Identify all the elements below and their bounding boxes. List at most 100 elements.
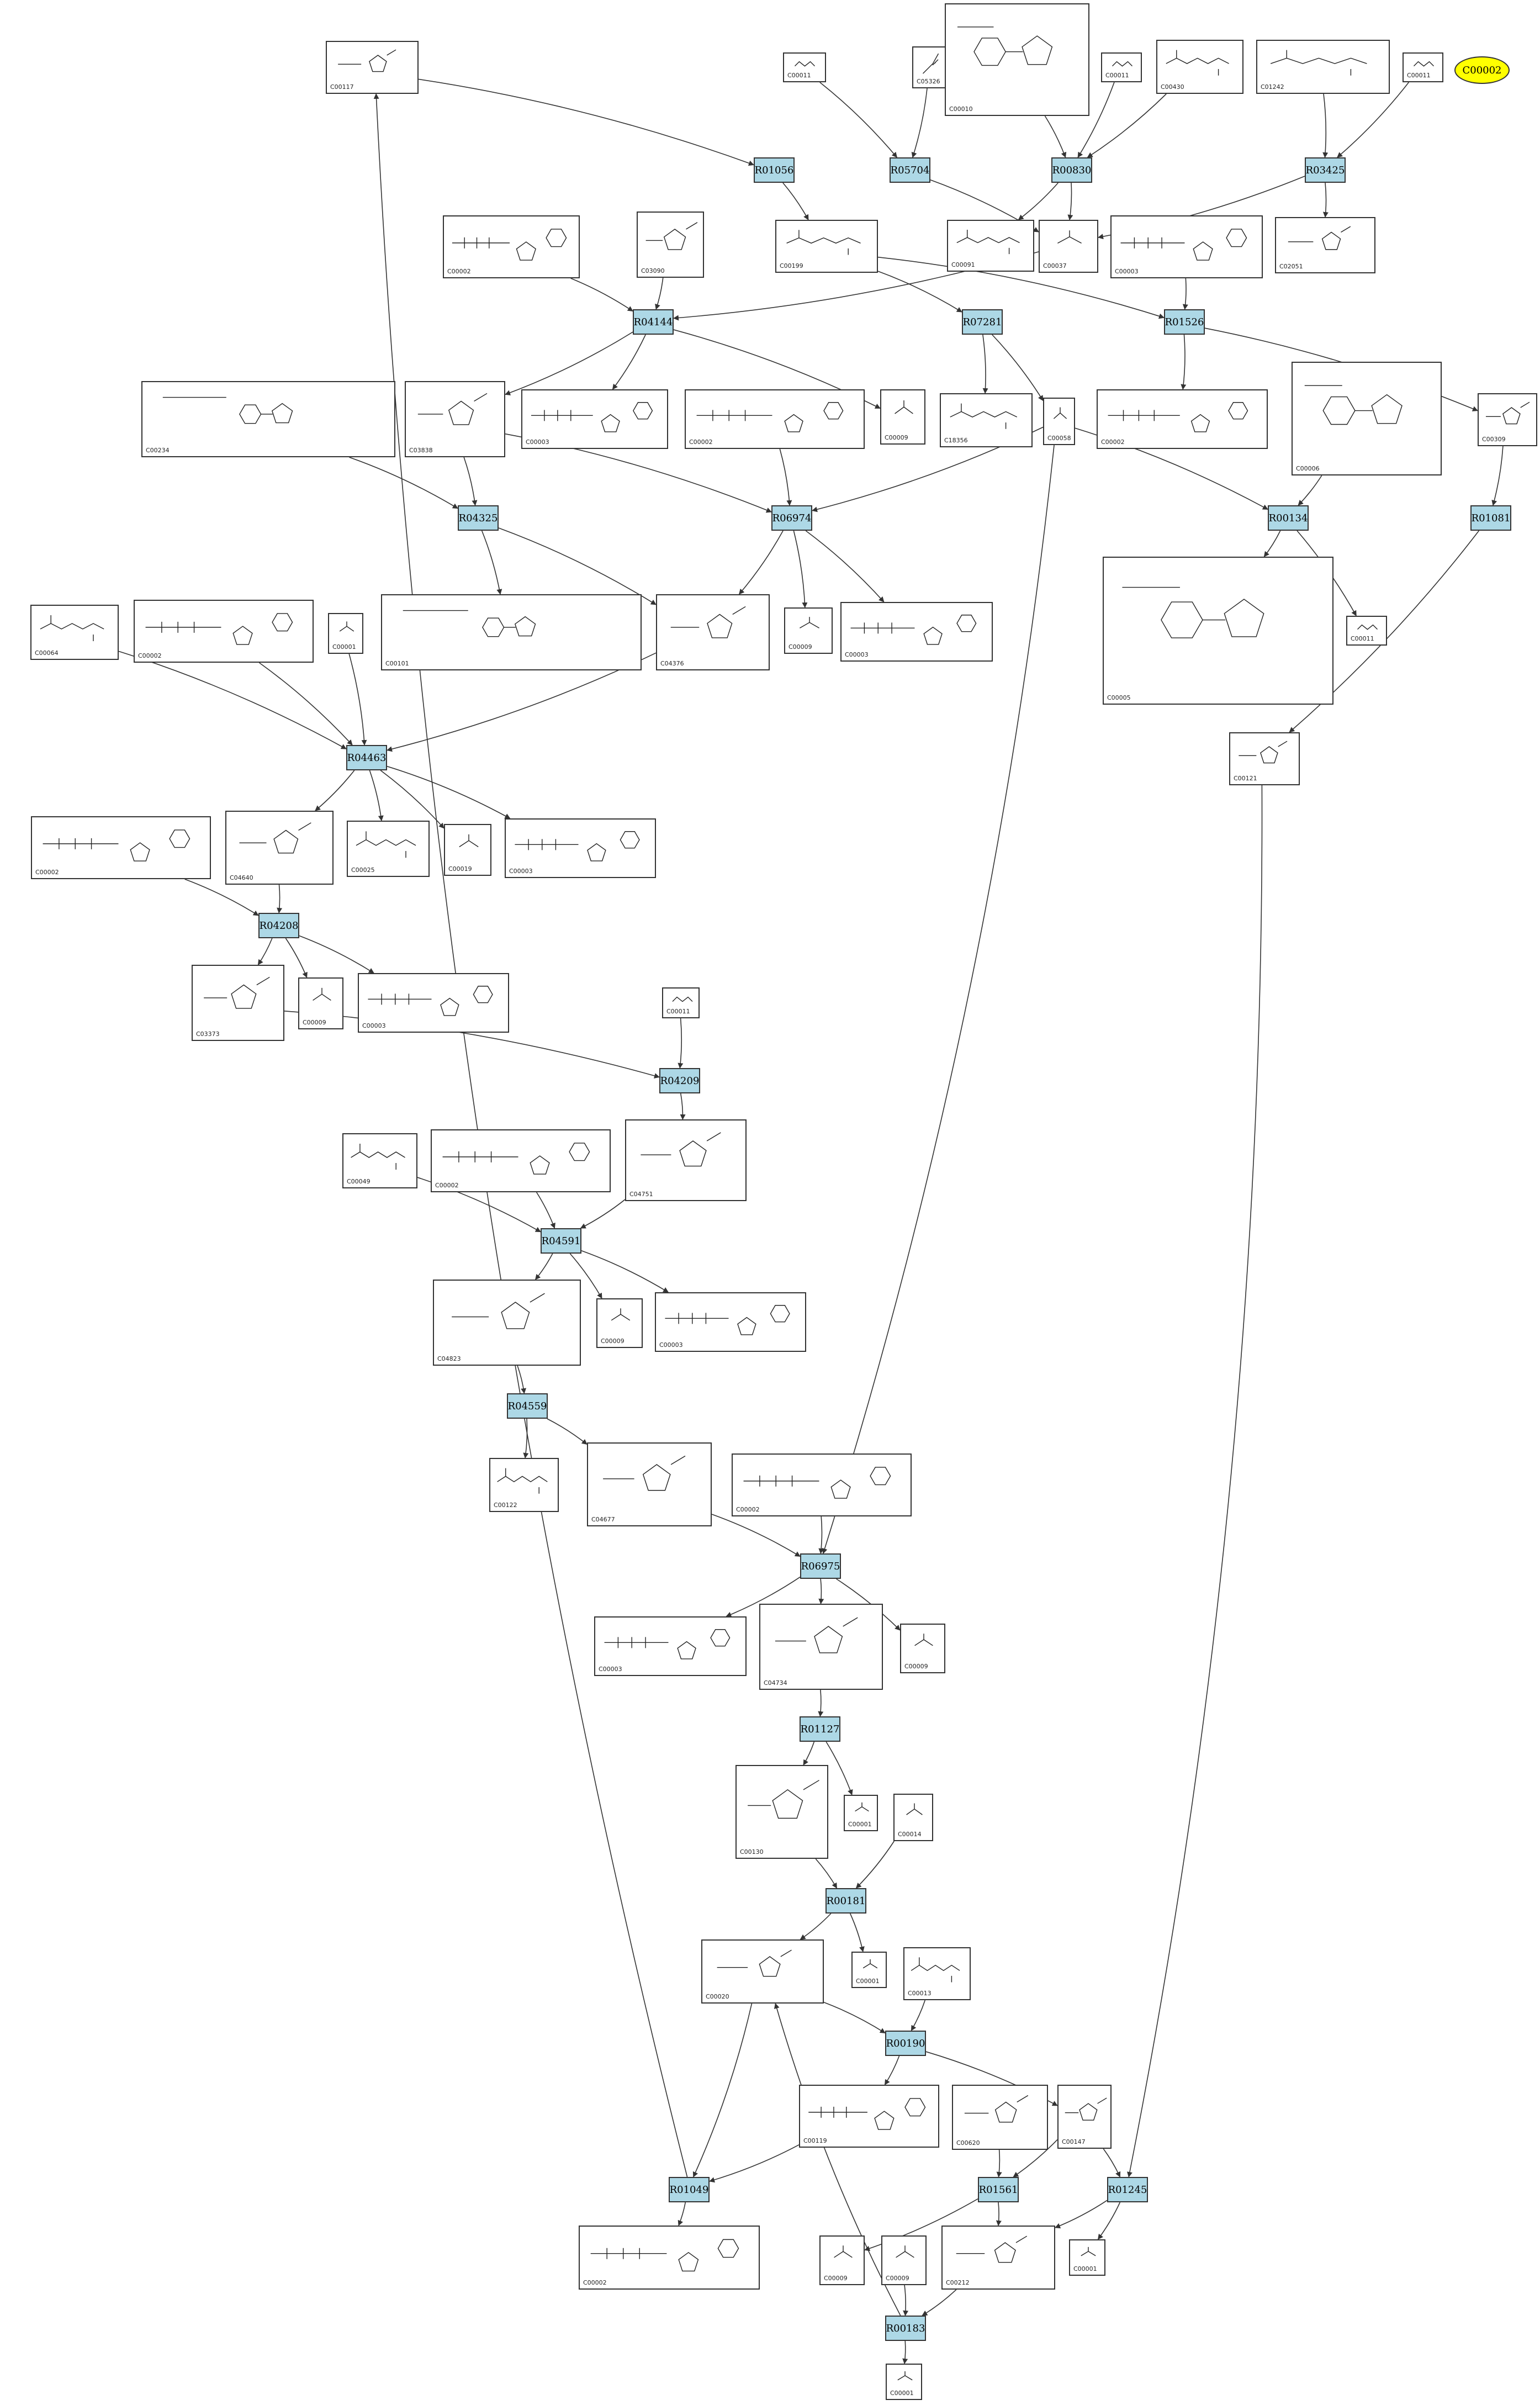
compound-c00147[interactable]: C00147 — [1057, 2085, 1112, 2149]
reaction-r01127[interactable]: R01127 — [800, 1716, 840, 1742]
compound-c00212[interactable]: C00212 — [941, 2226, 1055, 2290]
compound-c00009[interactable]: C00009 — [881, 2235, 927, 2285]
reaction-r05704[interactable]: R05704 — [890, 157, 930, 183]
compound-c00003[interactable]: C00003 — [840, 602, 993, 662]
reaction-r04559[interactable]: R04559 — [507, 1393, 548, 1419]
reaction-r00190[interactable]: R00190 — [885, 2031, 926, 2056]
compound-c00620[interactable]: C00620 — [952, 2085, 1048, 2150]
compound-c00002[interactable]: C00002 — [685, 389, 865, 449]
compound-c00002[interactable]: C00002 — [1097, 389, 1268, 449]
compound-c00006[interactable]: C00006 — [1292, 362, 1442, 475]
compound-c03838[interactable]: C03838 — [405, 381, 505, 457]
compound-id-label: C00025 — [351, 866, 375, 874]
compound-c00019[interactable]: C00019 — [444, 824, 491, 876]
reaction-r06974[interactable]: R06974 — [771, 505, 812, 531]
compound-c00003[interactable]: C00003 — [1110, 215, 1263, 278]
compound-c04734[interactable]: C04734 — [759, 1604, 883, 1690]
compound-c00002[interactable]: C00002 — [431, 1129, 611, 1192]
compound-c18356[interactable]: C18356 — [940, 393, 1033, 447]
compound-c04376[interactable]: C04376 — [656, 594, 770, 670]
compound-c00003[interactable]: C00003 — [521, 389, 668, 449]
compound-c00011[interactable]: C00011 — [1101, 52, 1142, 82]
compound-c03090[interactable]: C03090 — [637, 212, 704, 278]
reaction-r04208[interactable]: R04208 — [258, 913, 299, 938]
compound-c00009[interactable]: C00009 — [900, 1624, 945, 1673]
compound-c00003[interactable]: C00003 — [505, 818, 656, 878]
compound-c00001[interactable]: C00001 — [328, 613, 363, 654]
reaction-r04144[interactable]: R04144 — [633, 309, 674, 335]
reaction-r03425[interactable]: R03425 — [1305, 157, 1346, 183]
compound-c00058[interactable]: C00058 — [1043, 398, 1075, 445]
compound-c00003[interactable]: C00003 — [655, 1292, 806, 1352]
compound-c00003[interactable]: C00003 — [358, 973, 509, 1033]
compound-c00013[interactable]: C00013 — [903, 1947, 971, 2000]
compound-c00009[interactable]: C00009 — [819, 2235, 865, 2285]
compound-c00199[interactable]: C00199 — [775, 220, 878, 273]
compound-c00005[interactable]: C00005 — [1103, 557, 1333, 705]
reaction-r01561[interactable]: R01561 — [978, 2177, 1019, 2202]
compound-c00025[interactable]: C00025 — [347, 821, 430, 877]
compound-c02051[interactable]: C02051 — [1275, 217, 1375, 273]
compound-c05326[interactable]: C05326 — [912, 46, 951, 88]
compound-c01242[interactable]: C01242 — [1256, 40, 1390, 94]
compound-c04677[interactable]: C04677 — [587, 1442, 712, 1526]
compound-c00117[interactable]: C00117 — [326, 41, 419, 94]
compound-c00091[interactable]: C00091 — [947, 220, 1034, 272]
compound-c00002[interactable]: C00002 — [31, 816, 211, 879]
compound-c04823[interactable]: C04823 — [433, 1280, 581, 1366]
reaction-r01245[interactable]: R01245 — [1107, 2177, 1148, 2202]
compound-c00009[interactable]: C00009 — [880, 389, 925, 445]
compound-c04751[interactable]: C04751 — [625, 1119, 747, 1201]
compound-c00064[interactable]: C00064 — [30, 605, 119, 660]
compound-c00011[interactable]: C00011 — [1346, 616, 1387, 646]
reaction-r01049[interactable]: R01049 — [669, 2177, 710, 2202]
compound-c00037[interactable]: C00037 — [1039, 220, 1098, 273]
reaction-r04209[interactable]: R04209 — [659, 1068, 700, 1093]
reaction-r04463[interactable]: R04463 — [346, 745, 387, 770]
compound-c00122[interactable]: C00122 — [489, 1458, 559, 1512]
compound-c00010[interactable]: C00010 — [945, 3, 1089, 116]
reaction-r01081[interactable]: R01081 — [1470, 505, 1511, 531]
compound-c00014[interactable]: C00014 — [893, 1794, 933, 1841]
compound-c00001[interactable]: C00001 — [1069, 2239, 1105, 2276]
compound-c00001[interactable]: C00001 — [851, 1952, 887, 1988]
reaction-r07281[interactable]: R07281 — [962, 309, 1003, 335]
compound-c00001[interactable]: C00001 — [886, 2364, 922, 2400]
compound-c03373[interactable]: C03373 — [192, 965, 284, 1041]
reaction-r00830[interactable]: R00830 — [1051, 157, 1092, 183]
compound-c00309[interactable]: C00309 — [1478, 393, 1537, 446]
compound-c00020[interactable]: C00020 — [701, 1939, 824, 2004]
reaction-r00183[interactable]: R00183 — [885, 2316, 926, 2341]
highlighted-compound[interactable]: C00002 — [1454, 56, 1510, 84]
reaction-r04325[interactable]: R04325 — [458, 505, 499, 531]
compound-c00011[interactable]: C00011 — [1403, 52, 1443, 82]
reaction-r00134[interactable]: R00134 — [1268, 505, 1309, 531]
reaction-r06975[interactable]: R06975 — [800, 1553, 841, 1579]
compound-c00009[interactable]: C00009 — [298, 977, 343, 1029]
compound-c00101[interactable]: C00101 — [381, 594, 642, 670]
reaction-r04591[interactable]: R04591 — [541, 1228, 581, 1254]
compound-id-label: C00009 — [788, 643, 812, 651]
compound-c00003[interactable]: C00003 — [594, 1616, 747, 1676]
compound-c00121[interactable]: C00121 — [1229, 732, 1300, 785]
edge-arrow — [299, 935, 374, 974]
compound-c00001[interactable]: C00001 — [844, 1795, 878, 1831]
compound-c00130[interactable]: C00130 — [735, 1765, 828, 1859]
compound-c00011[interactable]: C00011 — [662, 987, 700, 1018]
reaction-r01056[interactable]: R01056 — [754, 157, 795, 183]
compound-c00002[interactable]: C00002 — [134, 600, 314, 663]
reaction-r00181[interactable]: R00181 — [825, 1888, 866, 1914]
compound-c00234[interactable]: C00234 — [141, 381, 395, 457]
compound-c00002[interactable]: C00002 — [732, 1453, 912, 1516]
reaction-r01526[interactable]: R01526 — [1164, 309, 1205, 335]
compound-c00430[interactable]: C00430 — [1156, 40, 1243, 94]
compound-c00009[interactable]: C00009 — [596, 1298, 643, 1348]
edge-arrow — [380, 770, 444, 829]
compound-c00011[interactable]: C00011 — [783, 52, 826, 82]
compound-c00049[interactable]: C00049 — [342, 1133, 417, 1188]
compound-c00009[interactable]: C00009 — [784, 607, 833, 654]
compound-c00002[interactable]: C00002 — [443, 215, 580, 278]
compound-c04640[interactable]: C04640 — [225, 811, 334, 885]
compound-c00119[interactable]: C00119 — [799, 2085, 939, 2148]
compound-c00002[interactable]: C00002 — [579, 2226, 760, 2290]
